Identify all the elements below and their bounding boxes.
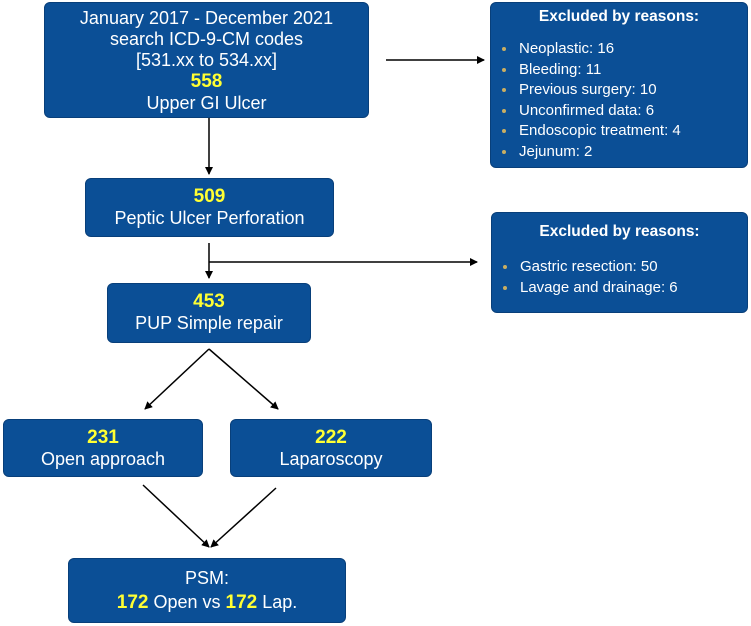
laparoscopy-count: 222 <box>315 427 347 448</box>
exclusion-item: Previous surgery: 10 <box>491 80 747 101</box>
exclusion-list: Gastric resection: 50 Lavage and drainag… <box>492 257 747 298</box>
exclusion-item: Gastric resection: 50 <box>492 257 747 278</box>
exclusion-item: Lavage and drainage: 6 <box>492 278 747 299</box>
psm-box: PSM: 172 Open vs 172 Lap. <box>68 558 346 623</box>
perforation-label: Peptic Ulcer Perforation <box>114 208 305 228</box>
arrow-repair-to-laparoscopy <box>208 348 279 410</box>
exclusion-item: Neoplastic: 16 <box>491 39 747 60</box>
exclusion-box-2: Excluded by reasons: Gastric resection: … <box>491 212 748 313</box>
laparoscopy-box: 222 Laparoscopy <box>230 419 432 477</box>
exclusion-box-1: Excluded by reasons: Neoplastic: 16 Blee… <box>490 2 748 168</box>
exclusion-title: Excluded by reasons: <box>538 8 700 25</box>
exclusion-item: Endoscopic treatment: 4 <box>491 121 747 142</box>
search-codes-text: search ICD-9-CM codes <box>109 29 304 49</box>
psm-label: PSM: <box>184 568 229 588</box>
exclusion-item: Bleeding: 11 <box>491 60 747 81</box>
bullet-icon <box>502 47 506 51</box>
bullet-icon <box>503 285 507 290</box>
simple-repair-box: 453 PUP Simple repair <box>107 283 311 343</box>
bullet-icon <box>502 108 506 113</box>
simple-repair-label: PUP Simple repair <box>135 313 283 333</box>
open-approach-box: 231 Open approach <box>3 419 203 477</box>
psm-lap-label: Lap. <box>257 592 298 612</box>
arrow-laparoscopy-to-psm <box>210 487 277 548</box>
exclusion-list: Neoplastic: 16 Bleeding: 11 Previous sur… <box>491 39 747 162</box>
date-range-text: January 2017 - December 2021 <box>79 8 334 28</box>
upper-gi-count: 558 <box>190 71 223 92</box>
exclusion-item: Jejunum: 2 <box>491 142 747 163</box>
psm-comparison: 172 Open vs 172 Lap. <box>69 592 345 614</box>
simple-repair-count: 453 <box>193 291 225 312</box>
open-approach-label: Open approach <box>40 449 166 469</box>
bullet-icon <box>502 67 506 72</box>
bullet-icon <box>502 149 506 154</box>
search-criteria-box: January 2017 - December 2021 search ICD-… <box>44 2 369 118</box>
perforation-box: 509 Peptic Ulcer Perforation <box>85 178 334 237</box>
code-range-text: [531.xx to 534.xx] <box>135 50 278 70</box>
exclusion-title: Excluded by reasons: <box>539 223 700 240</box>
psm-lap-count: 172 <box>225 592 258 613</box>
exclusion-item: Unconfirmed data: 6 <box>491 101 747 122</box>
bullet-icon <box>502 88 506 92</box>
arrow-repair-to-open <box>144 348 210 410</box>
psm-open-label: Open vs <box>148 592 226 612</box>
psm-open-count: 172 <box>116 592 149 613</box>
upper-gi-label: Upper GI Ulcer <box>146 93 267 113</box>
open-approach-count: 231 <box>87 427 119 448</box>
bullet-icon <box>503 265 507 269</box>
bullet-icon <box>502 129 506 133</box>
perforation-count: 509 <box>193 186 226 207</box>
arrow-open-to-psm <box>142 484 210 548</box>
laparoscopy-label: Laparoscopy <box>279 449 383 469</box>
